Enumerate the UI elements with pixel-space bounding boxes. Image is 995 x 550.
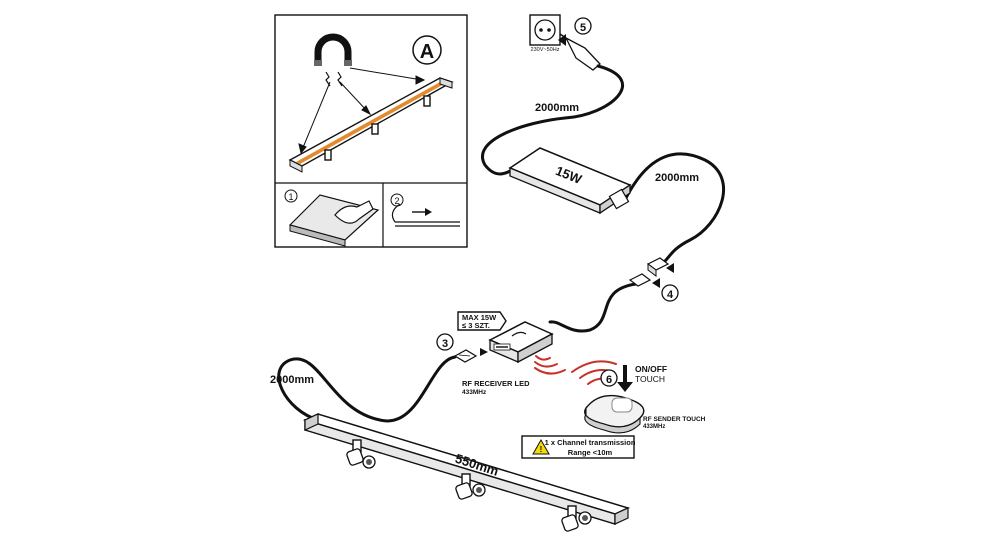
step-1-number: 1 xyxy=(288,192,293,202)
led-profile-large xyxy=(302,413,631,525)
badge-a: A xyxy=(412,35,442,65)
hand-icon xyxy=(334,200,374,224)
touch-arrow-icon xyxy=(617,365,633,392)
touch-label: TOUCH xyxy=(635,374,665,384)
magnet-arrows xyxy=(298,67,426,155)
rf-receiver xyxy=(488,321,554,364)
connect-arrow-lower-icon xyxy=(652,278,660,288)
step-3-badge: 3 xyxy=(436,333,454,351)
max-load-line1: MAX 15W xyxy=(462,313,497,322)
connect-arrow-upper-icon xyxy=(666,263,674,273)
instruction-panel: A 1 2 xyxy=(274,14,468,248)
step-1-cleaning: 1 xyxy=(284,189,380,247)
led-profile-small xyxy=(288,77,454,173)
spotlight-2 xyxy=(455,473,486,500)
step-6-number: 6 xyxy=(606,374,612,386)
connector-male xyxy=(628,273,652,287)
step-4-badge: 4 xyxy=(661,284,679,302)
spotlight-3 xyxy=(561,505,592,532)
warning-line2: Range <10m xyxy=(568,448,613,457)
step-3-number: 3 xyxy=(442,338,448,350)
sender-frequency: 433MHz xyxy=(643,424,665,430)
max-load-callout: MAX 15W ≤ 3 SZT. xyxy=(457,311,507,331)
step-4-number: 4 xyxy=(667,289,674,301)
mains-cable xyxy=(481,64,624,176)
socket-rating: 230V~50Hz xyxy=(531,47,560,53)
cable-length-mains: 2000mm xyxy=(535,102,579,114)
power-plug xyxy=(559,33,601,71)
warning-line1: 1 x Channel transmission xyxy=(545,438,636,447)
step-5-badge: 5 xyxy=(574,17,592,35)
step-6-badge: 6 xyxy=(600,369,618,387)
power-supply: 15W xyxy=(508,147,632,215)
wall-socket: 230V~50Hz xyxy=(529,14,561,53)
sender-label: RF SENDER TOUCH xyxy=(643,416,706,423)
magnet-icon xyxy=(314,33,352,87)
badge-a-label: A xyxy=(420,41,434,63)
step-2-number: 2 xyxy=(394,196,399,206)
spotlight-1 xyxy=(346,439,376,469)
onoff-label: ON/OFF xyxy=(635,364,667,374)
connector-female xyxy=(646,257,670,277)
connect-arrow-receiver-icon xyxy=(480,348,488,356)
warning-icon xyxy=(532,438,550,455)
receiver-signal-waves xyxy=(534,355,566,375)
step-5-number: 5 xyxy=(580,22,586,34)
cable-length-output: 2000mm xyxy=(655,172,699,184)
peel-arrow-icon xyxy=(425,208,432,216)
max-load-line2: ≤ 3 SZT. xyxy=(462,321,490,330)
connector-profile xyxy=(453,349,478,363)
profile-cable xyxy=(277,355,457,423)
receiver-frequency: 433MHz xyxy=(462,389,487,396)
receiver-label: RF RECEIVER LED xyxy=(462,379,530,388)
warning-box: ! 1 x Channel transmission Range <10m xyxy=(521,435,636,459)
svg-text:!: ! xyxy=(540,445,543,454)
step-2-peel: 2 xyxy=(390,193,460,227)
output-cable xyxy=(623,152,725,268)
receiver-input-cable xyxy=(548,282,638,333)
cable-length-profile: 2000mm xyxy=(270,374,314,386)
led-strip-orange xyxy=(296,81,446,164)
rf-sender-button[interactable] xyxy=(584,394,645,434)
